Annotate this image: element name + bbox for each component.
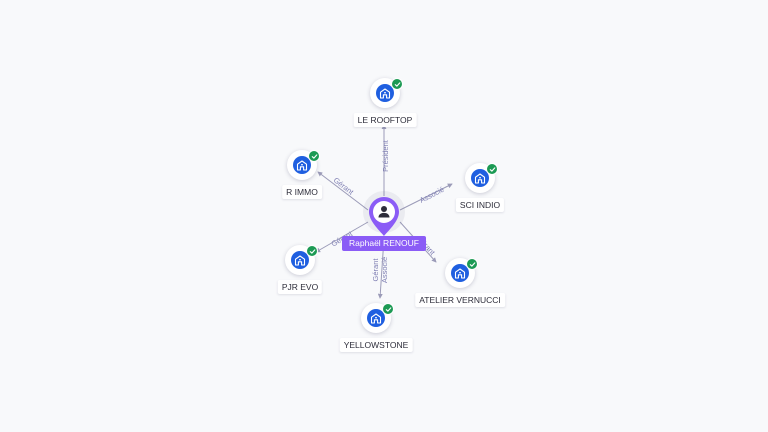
edge-label-yellowstone-2: Associé <box>380 257 389 283</box>
company-building-icon <box>367 309 385 327</box>
verified-check-icon <box>466 258 478 270</box>
entity-label[interactable]: LE ROOFTOP <box>353 113 417 127</box>
verified-check-icon <box>382 303 394 315</box>
entity-label[interactable]: YELLOWSTONE <box>339 338 413 352</box>
edge-sci-indio <box>399 183 453 211</box>
edge-r-immo <box>317 171 369 211</box>
verified-check-icon <box>486 163 498 175</box>
edge-label-le-rooftop: Président <box>381 139 390 172</box>
company-building-icon <box>291 251 309 269</box>
edge-label-sci-indio: Associé <box>418 185 445 205</box>
center-person-label[interactable]: Raphaël RENOUF <box>342 236 426 251</box>
company-building-icon <box>293 156 311 174</box>
company-building-icon <box>451 264 469 282</box>
verified-check-icon <box>308 150 320 162</box>
person-pin[interactable] <box>367 196 401 238</box>
verified-check-icon <box>391 78 403 90</box>
edge-label-yellowstone-1: Gérant <box>371 258 380 282</box>
entity-label[interactable]: PJR EVO <box>277 280 323 294</box>
edge-label-r-immo: Gérant <box>332 175 356 197</box>
entity-label[interactable]: SCI INDIO <box>455 198 505 212</box>
company-building-icon <box>376 84 394 102</box>
entity-label[interactable]: R IMMO <box>282 185 322 199</box>
person-icon <box>378 206 390 218</box>
entity-label[interactable]: ATELIER VERNUCCI <box>415 293 505 307</box>
company-building-icon <box>471 169 489 187</box>
verified-check-icon <box>306 245 318 257</box>
